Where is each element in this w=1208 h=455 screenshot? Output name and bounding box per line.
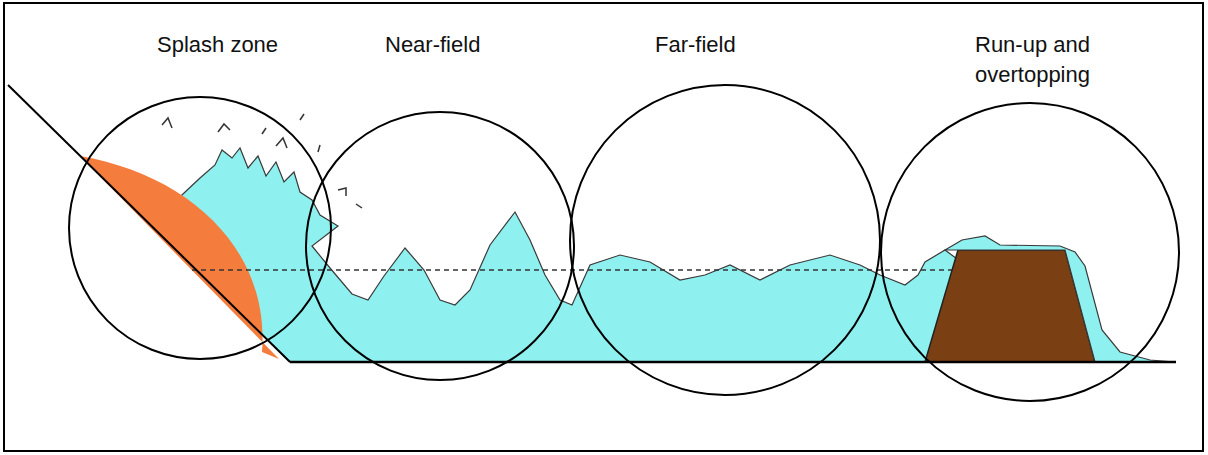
spray	[162, 114, 362, 208]
frame	[4, 3, 1203, 451]
zone-label: Near-field	[385, 30, 480, 60]
overtopping-water	[945, 236, 1175, 362]
slope-line	[8, 85, 290, 362]
zone-circle: Run-up and overtopping	[880, 102, 1180, 402]
zone-outline-circle	[570, 85, 880, 395]
zone-outline	[305, 111, 575, 381]
zone-circle: Splash zone	[68, 96, 332, 360]
zone-outline	[880, 102, 1180, 402]
zone-outline-circle	[306, 112, 574, 380]
zone-label: Far-field	[655, 30, 736, 60]
slide-mass	[80, 156, 279, 359]
zone-outline-circle	[881, 103, 1179, 401]
still-water-line	[192, 269, 958, 271]
bed-line	[290, 361, 1176, 364]
zone-outline	[68, 96, 332, 360]
zone-outline-circle	[69, 97, 331, 359]
zone-circle: Near-field	[305, 111, 575, 381]
zone-outline	[569, 84, 881, 396]
zone-label: Run-up and overtopping	[975, 30, 1150, 90]
zone-label: Splash zone	[157, 30, 278, 60]
water-body	[150, 148, 1095, 362]
zone-circle: Far-field	[569, 84, 881, 396]
